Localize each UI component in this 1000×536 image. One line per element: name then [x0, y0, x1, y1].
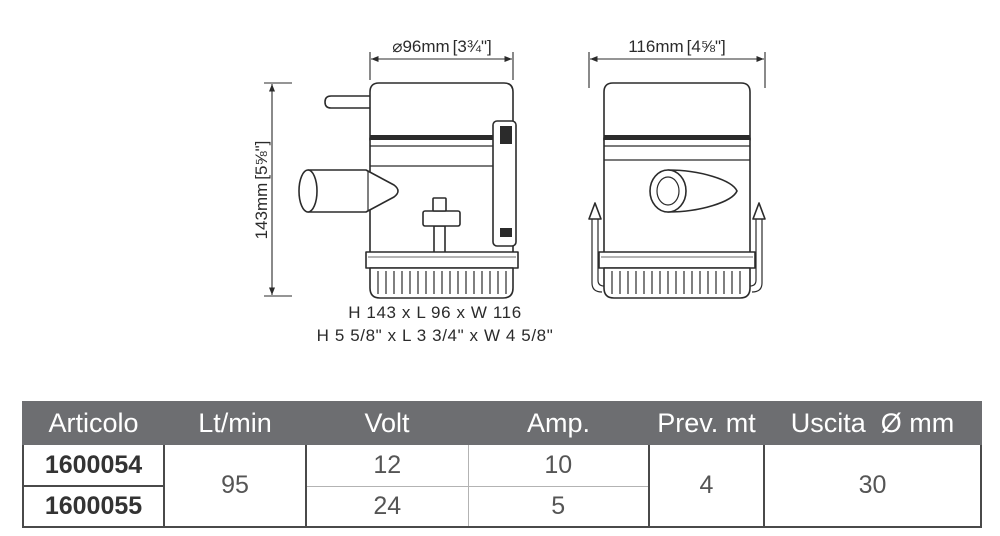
- outlet-nozzle: [298, 169, 399, 213]
- side-view-pump: [298, 82, 519, 299]
- front-strainer-base: [603, 267, 751, 299]
- front-cap-band: [604, 135, 750, 140]
- prev-mt-cell: 4: [648, 443, 765, 528]
- header-uscita: Uscita Ø mm: [763, 401, 982, 445]
- volt-cell: 12: [305, 443, 469, 487]
- spec-table: Articolo Lt/min Volt Amp. Prev. mt Uscit…: [22, 401, 982, 528]
- front-base-flange: [598, 251, 756, 269]
- top-hose-stub: [324, 95, 372, 109]
- float-switch-housing: [492, 120, 517, 247]
- height-label: 143mm [5⅝"]: [252, 141, 271, 240]
- table-row: 1600054 95 12 10 4 30: [22, 443, 982, 528]
- articolo-cell: 1600054: [22, 443, 165, 487]
- amp-cell: 10: [467, 443, 650, 487]
- width-dimension: 116mm[4⅝"]: [588, 37, 766, 88]
- diameter-label: ⌀96mm[3¾"]: [392, 37, 492, 56]
- diameter-mm: ⌀96mm: [392, 37, 449, 56]
- switch-logo: [500, 126, 512, 144]
- diameter-inch: [3¾"]: [453, 37, 492, 56]
- height-mm: 143mm: [252, 183, 271, 240]
- top-cap: [369, 82, 514, 141]
- header-amp: Amp.: [467, 401, 650, 445]
- diameter-dimension: ⌀96mm[3¾"]: [369, 37, 514, 80]
- lt-min-cell: 95: [163, 443, 307, 528]
- front-top-cap: [603, 82, 751, 141]
- width-label: 116mm[4⅝"]: [628, 37, 726, 56]
- dimensions-imperial: H 5 5/8" x L 3 3/4" x W 4 5/8": [316, 326, 554, 345]
- uscita-cell: 30: [763, 443, 982, 528]
- amp-cell: 5: [467, 485, 650, 528]
- header-lt-min: Lt/min: [163, 401, 307, 445]
- front-view-pump: [588, 82, 766, 299]
- front-outlet: [649, 169, 738, 213]
- dimensions-metric: H 143 x L 96 x W 116: [348, 303, 522, 322]
- height-dimension: 143mm [5⅝"]: [252, 82, 292, 297]
- right-side-clip: [749, 202, 766, 293]
- articolo-cell: 1600055: [22, 485, 165, 528]
- width-inch: [4⅝"]: [687, 37, 726, 56]
- volt-cell: 24: [305, 485, 469, 528]
- pump-technical-drawing: ⌀96mm[3¾"] 143mm [5⅝"]: [252, 37, 766, 299]
- base-flange: [365, 251, 519, 269]
- strainer-base: [369, 267, 514, 299]
- header-volt: Volt: [305, 401, 469, 445]
- table-row: 1600055 24 5: [22, 485, 981, 528]
- width-mm: 116mm: [628, 37, 683, 56]
- table-header-row: Articolo Lt/min Volt Amp. Prev. mt Uscit…: [22, 401, 982, 445]
- header-articolo: Articolo: [22, 401, 165, 445]
- height-inch: [5⅝"]: [252, 141, 271, 180]
- cap-band: [370, 135, 513, 140]
- header-prev-mt: Prev. mt: [648, 401, 765, 445]
- left-side-clip: [588, 202, 605, 293]
